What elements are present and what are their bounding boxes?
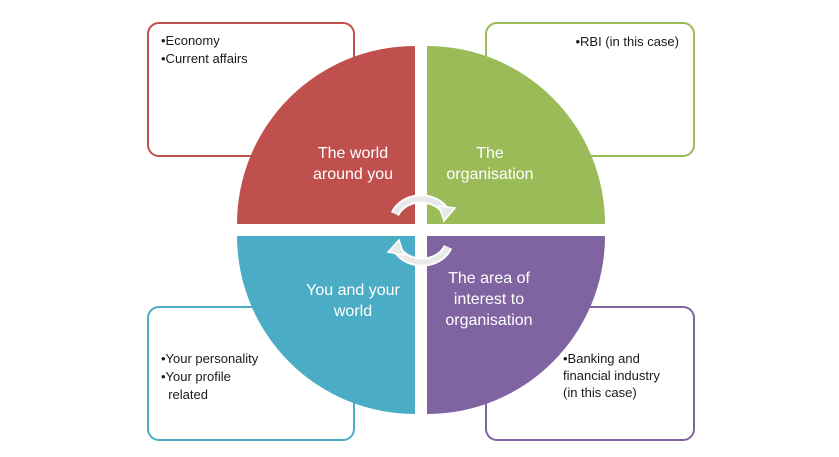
quadrant-label-area-of-interest: The area of interest to organisation	[445, 270, 533, 329]
bullet-item: financial industry	[563, 368, 660, 383]
quadrant-label-world-around-you: The world around you	[312, 145, 394, 183]
bullet-item: •Banking and	[563, 351, 640, 366]
bullet-item: •Current affairs	[161, 51, 248, 66]
bullet-item: •Your personality	[161, 351, 259, 366]
quadrant-label-organisation: The organisation	[446, 145, 534, 183]
bullet-item: related	[161, 387, 208, 402]
bullet-item: •RBI (in this case)	[575, 34, 679, 49]
bullet-item: (in this case)	[563, 385, 637, 400]
quadrant-organisation	[427, 46, 605, 224]
bullet-item: •Economy	[161, 33, 220, 48]
quadrant-label-you-and-your-world: You and your world	[306, 282, 400, 320]
quadrant-you-and-your-world	[237, 236, 415, 414]
bullet-item: •Your profile	[161, 369, 231, 384]
quadrant-area-of-interest	[427, 236, 605, 414]
quadrant-world-around-you	[237, 46, 415, 224]
circular-arrows-icon	[386, 194, 457, 267]
